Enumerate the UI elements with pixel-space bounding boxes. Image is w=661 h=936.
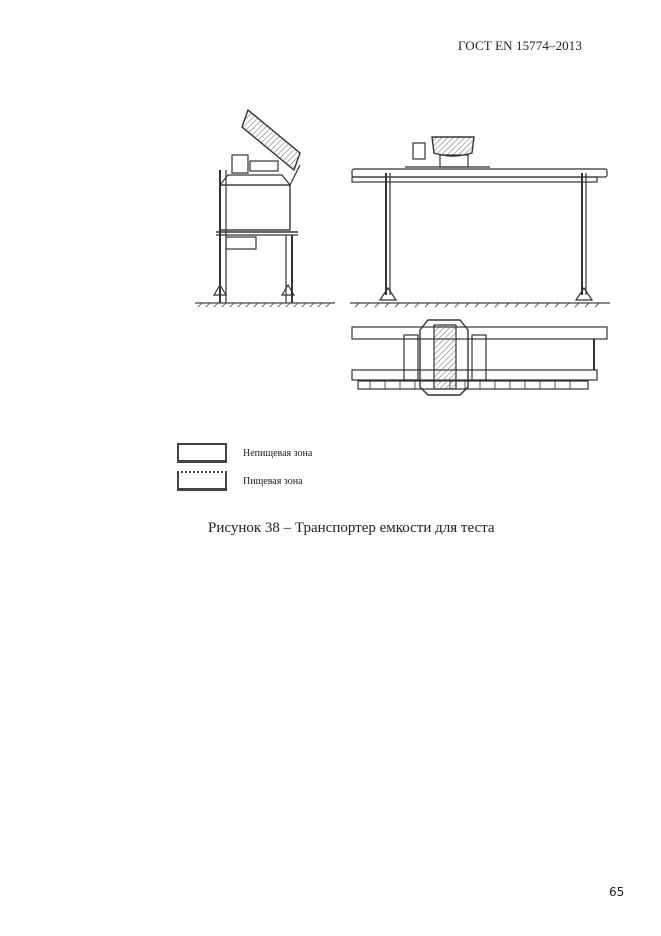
- legend-swatch-dotted: [177, 471, 227, 491]
- ground-line-left: [195, 302, 335, 308]
- legend-swatch-solid: [177, 443, 227, 463]
- front-view: [350, 136, 610, 308]
- top-view: [351, 319, 608, 396]
- side-view: [212, 108, 301, 303]
- figure-caption: Рисунок 38 – Транспортер емкости для тес…: [208, 520, 495, 536]
- legend-item-non-food-zone: Непищевая зона: [177, 440, 312, 466]
- legend-label: Пищевая зона: [243, 475, 303, 487]
- technical-drawing: [190, 95, 620, 405]
- legend-item-food-zone: Пищевая зона: [177, 468, 312, 494]
- document-header: ГОСТ EN 15774–2013: [458, 38, 582, 53]
- page-number: 65: [609, 885, 625, 899]
- legend-label: Непищевая зона: [243, 447, 313, 459]
- legend: Непищевая зона Пищевая зона: [177, 440, 312, 496]
